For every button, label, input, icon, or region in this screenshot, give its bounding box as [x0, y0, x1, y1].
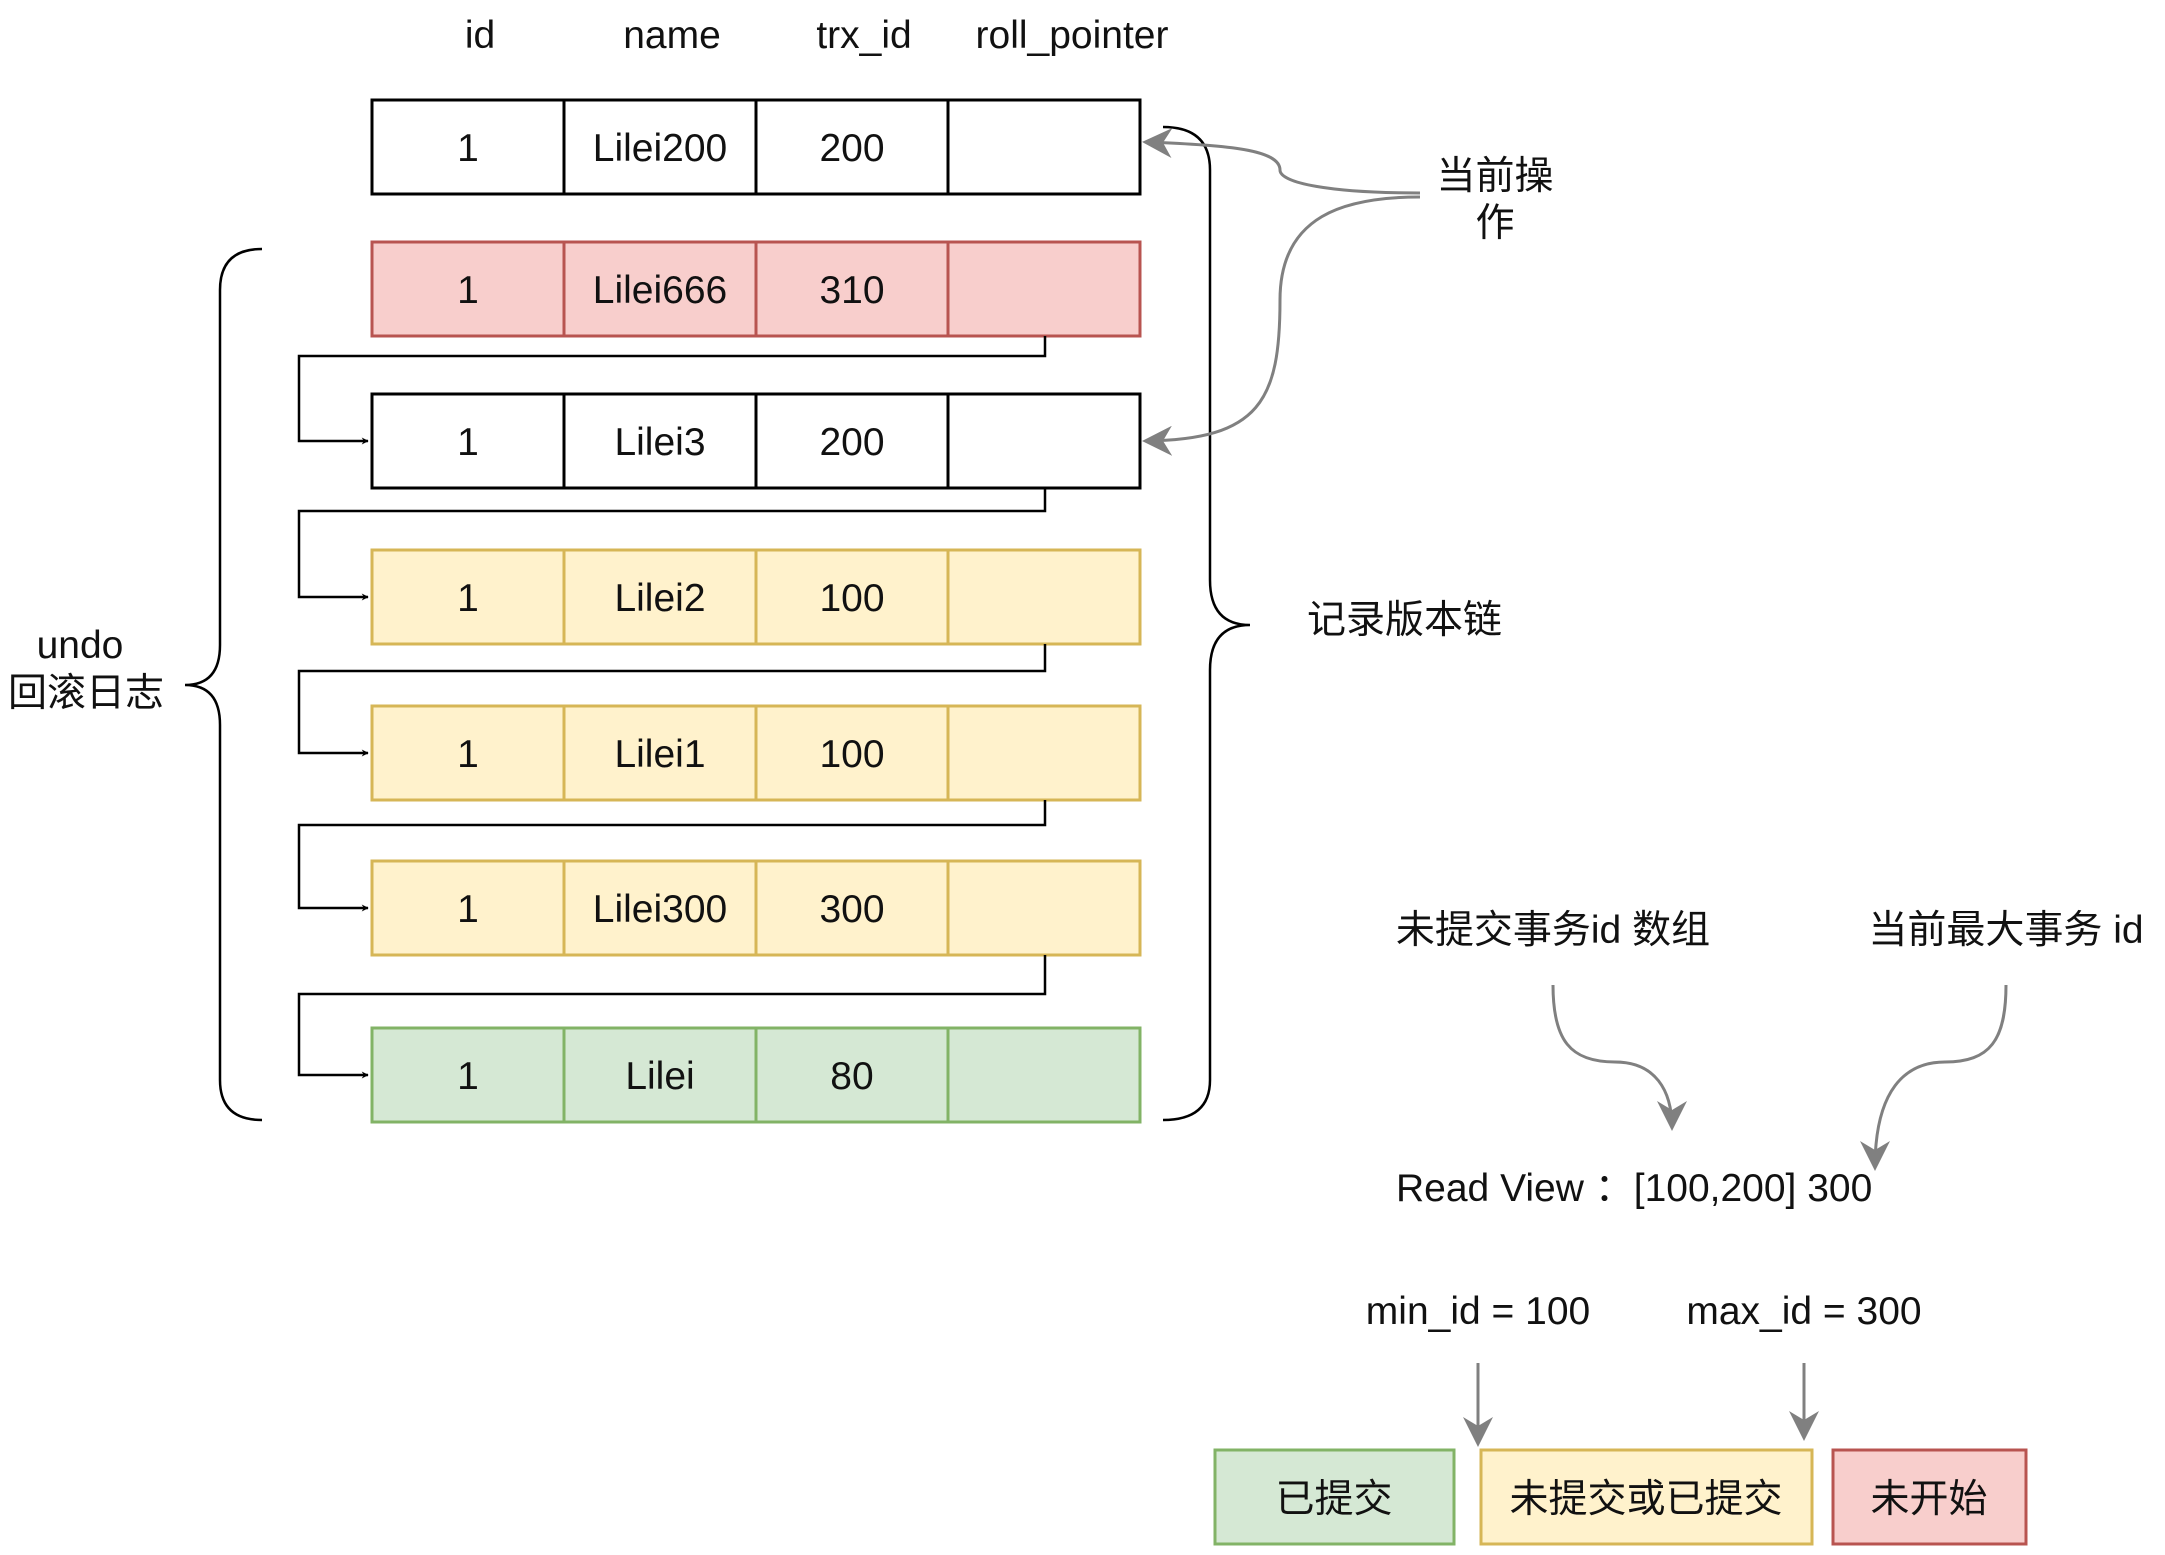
cell-trx-id: [754, 1026, 950, 1124]
cell-id: [370, 859, 566, 957]
cell-name-text: Lilei666: [593, 269, 727, 312]
cell-id-text: 1: [457, 269, 479, 312]
cell-roll-pointer: [946, 1026, 1142, 1124]
roll-pointer-arrow: [297, 488, 1047, 601]
table-row: 1 Lilei1 100: [370, 704, 1142, 802]
cell-trx-id-text: 80: [830, 1055, 873, 1098]
cell-id-text: 1: [457, 1055, 479, 1098]
cell-roll-pointer: [946, 548, 1142, 646]
cell-id-text: 1: [457, 733, 479, 776]
cell-id: [370, 392, 566, 490]
header-id: id: [465, 14, 495, 57]
cell-id-text: 1: [457, 421, 479, 464]
current-op-arrow: [1142, 127, 1421, 195]
version-chain-brace: [1162, 125, 1251, 1122]
legend-uncommitted-or-committed-box: [1479, 1448, 1814, 1546]
cell-name-text: Lilei: [625, 1055, 694, 1098]
legend-uncommitted-or-committed-text: 未提交或已提交: [1509, 1478, 1782, 1521]
roll-pointer-connectors: [297, 336, 1047, 1079]
cell-trx-id-text: 100: [819, 577, 884, 620]
current-op-arrow: [1142, 195, 1421, 456]
table-row: 1 Lilei3 200: [370, 392, 1142, 490]
current-op-label-line2: 作: [1475, 202, 1514, 245]
cell-id-text: 1: [457, 127, 479, 170]
roll-pointer-arrow: [297, 336, 1047, 445]
cell-roll-pointer: [946, 98, 1142, 196]
table-row: 1 Lilei2 100: [370, 548, 1142, 646]
read-view-arrows: [1551, 984, 2008, 1171]
table-row: 1 Lilei666 310: [370, 240, 1142, 338]
uncommitted-array-label: 未提交事务id 数组: [1396, 909, 1710, 952]
cell-id: [370, 548, 566, 646]
uncommitted-array-arrow: [1551, 984, 1687, 1131]
cell-name-text: Lilei3: [614, 421, 705, 464]
cell-name: [562, 240, 758, 338]
cell-name-text: Lilei2: [614, 577, 705, 620]
undo-brace: [184, 247, 263, 1122]
undo-log-label: 回滚日志: [8, 672, 164, 715]
undo-label: undo: [37, 624, 124, 667]
current-max-id-label: 当前最大事务 id: [1868, 909, 2143, 952]
cell-roll-pointer: [946, 704, 1142, 802]
cell-trx-id: [754, 240, 950, 338]
cell-trx-id: [754, 548, 950, 646]
visibility-legend: 已提交 未提交或已提交 未开始: [1213, 1448, 2028, 1546]
legend-not-started-box: [1831, 1448, 2028, 1546]
cell-roll-pointer: [946, 392, 1142, 490]
current-max-id-arrow: [1860, 984, 2008, 1171]
cell-trx-id-text: 300: [819, 888, 884, 931]
max-id-label: max_id = 300: [1686, 1290, 1921, 1333]
min-id-label: min_id = 100: [1366, 1290, 1590, 1333]
cell-id-text: 1: [457, 888, 479, 931]
header-name: name: [623, 14, 721, 57]
cell-id: [370, 98, 566, 196]
cell-name: [562, 859, 758, 957]
cell-id-text: 1: [457, 577, 479, 620]
cell-trx-id-text: 100: [819, 733, 884, 776]
table-row: 1 Lilei200 200: [370, 98, 1142, 196]
header-trx-id: trx_id: [816, 14, 911, 57]
cell-id: [370, 1026, 566, 1124]
cell-trx-id: [754, 859, 950, 957]
cell-name: [562, 392, 758, 490]
table-row: 1 Lilei300 300: [370, 859, 1142, 957]
cell-name: [562, 98, 758, 196]
current-op-label: 当前操: [1436, 155, 1553, 198]
version-chain-label: 记录版本链: [1307, 599, 1502, 642]
cell-name-text: Lilei1: [614, 733, 705, 776]
cell-id: [370, 704, 566, 802]
cell-trx-id: [754, 98, 950, 196]
table-row: 1 Lilei 80: [370, 1026, 1142, 1124]
cell-trx-id: [754, 392, 950, 490]
cell-roll-pointer: [946, 240, 1142, 338]
boundary-arrows: [1463, 1363, 1819, 1447]
cell-trx-id-text: 200: [819, 421, 884, 464]
cell-name-text: Lilei200: [593, 127, 727, 170]
legend-committed-text: 已提交: [1275, 1478, 1392, 1521]
cell-name: [562, 1026, 758, 1124]
cell-name: [562, 704, 758, 802]
read-view-label: Read View ：[100,200] 300: [1396, 1167, 1872, 1210]
roll-pointer-arrow: [297, 955, 1047, 1079]
roll-pointer-arrow: [297, 800, 1047, 912]
legend-not-started-text: 未开始: [1870, 1478, 1987, 1521]
cell-name-text: Lilei300: [593, 888, 727, 931]
header-roll-pointer: roll_pointer: [976, 14, 1169, 57]
legend-committed-box: [1213, 1448, 1456, 1546]
cell-trx-id-text: 310: [819, 269, 884, 312]
roll-pointer-arrow: [297, 644, 1047, 757]
column-headers: id name trx_id roll_pointer: [465, 14, 1169, 57]
cell-roll-pointer: [946, 859, 1142, 957]
cell-trx-id-text: 200: [819, 127, 884, 170]
current-op-arrows: [1142, 127, 1421, 456]
